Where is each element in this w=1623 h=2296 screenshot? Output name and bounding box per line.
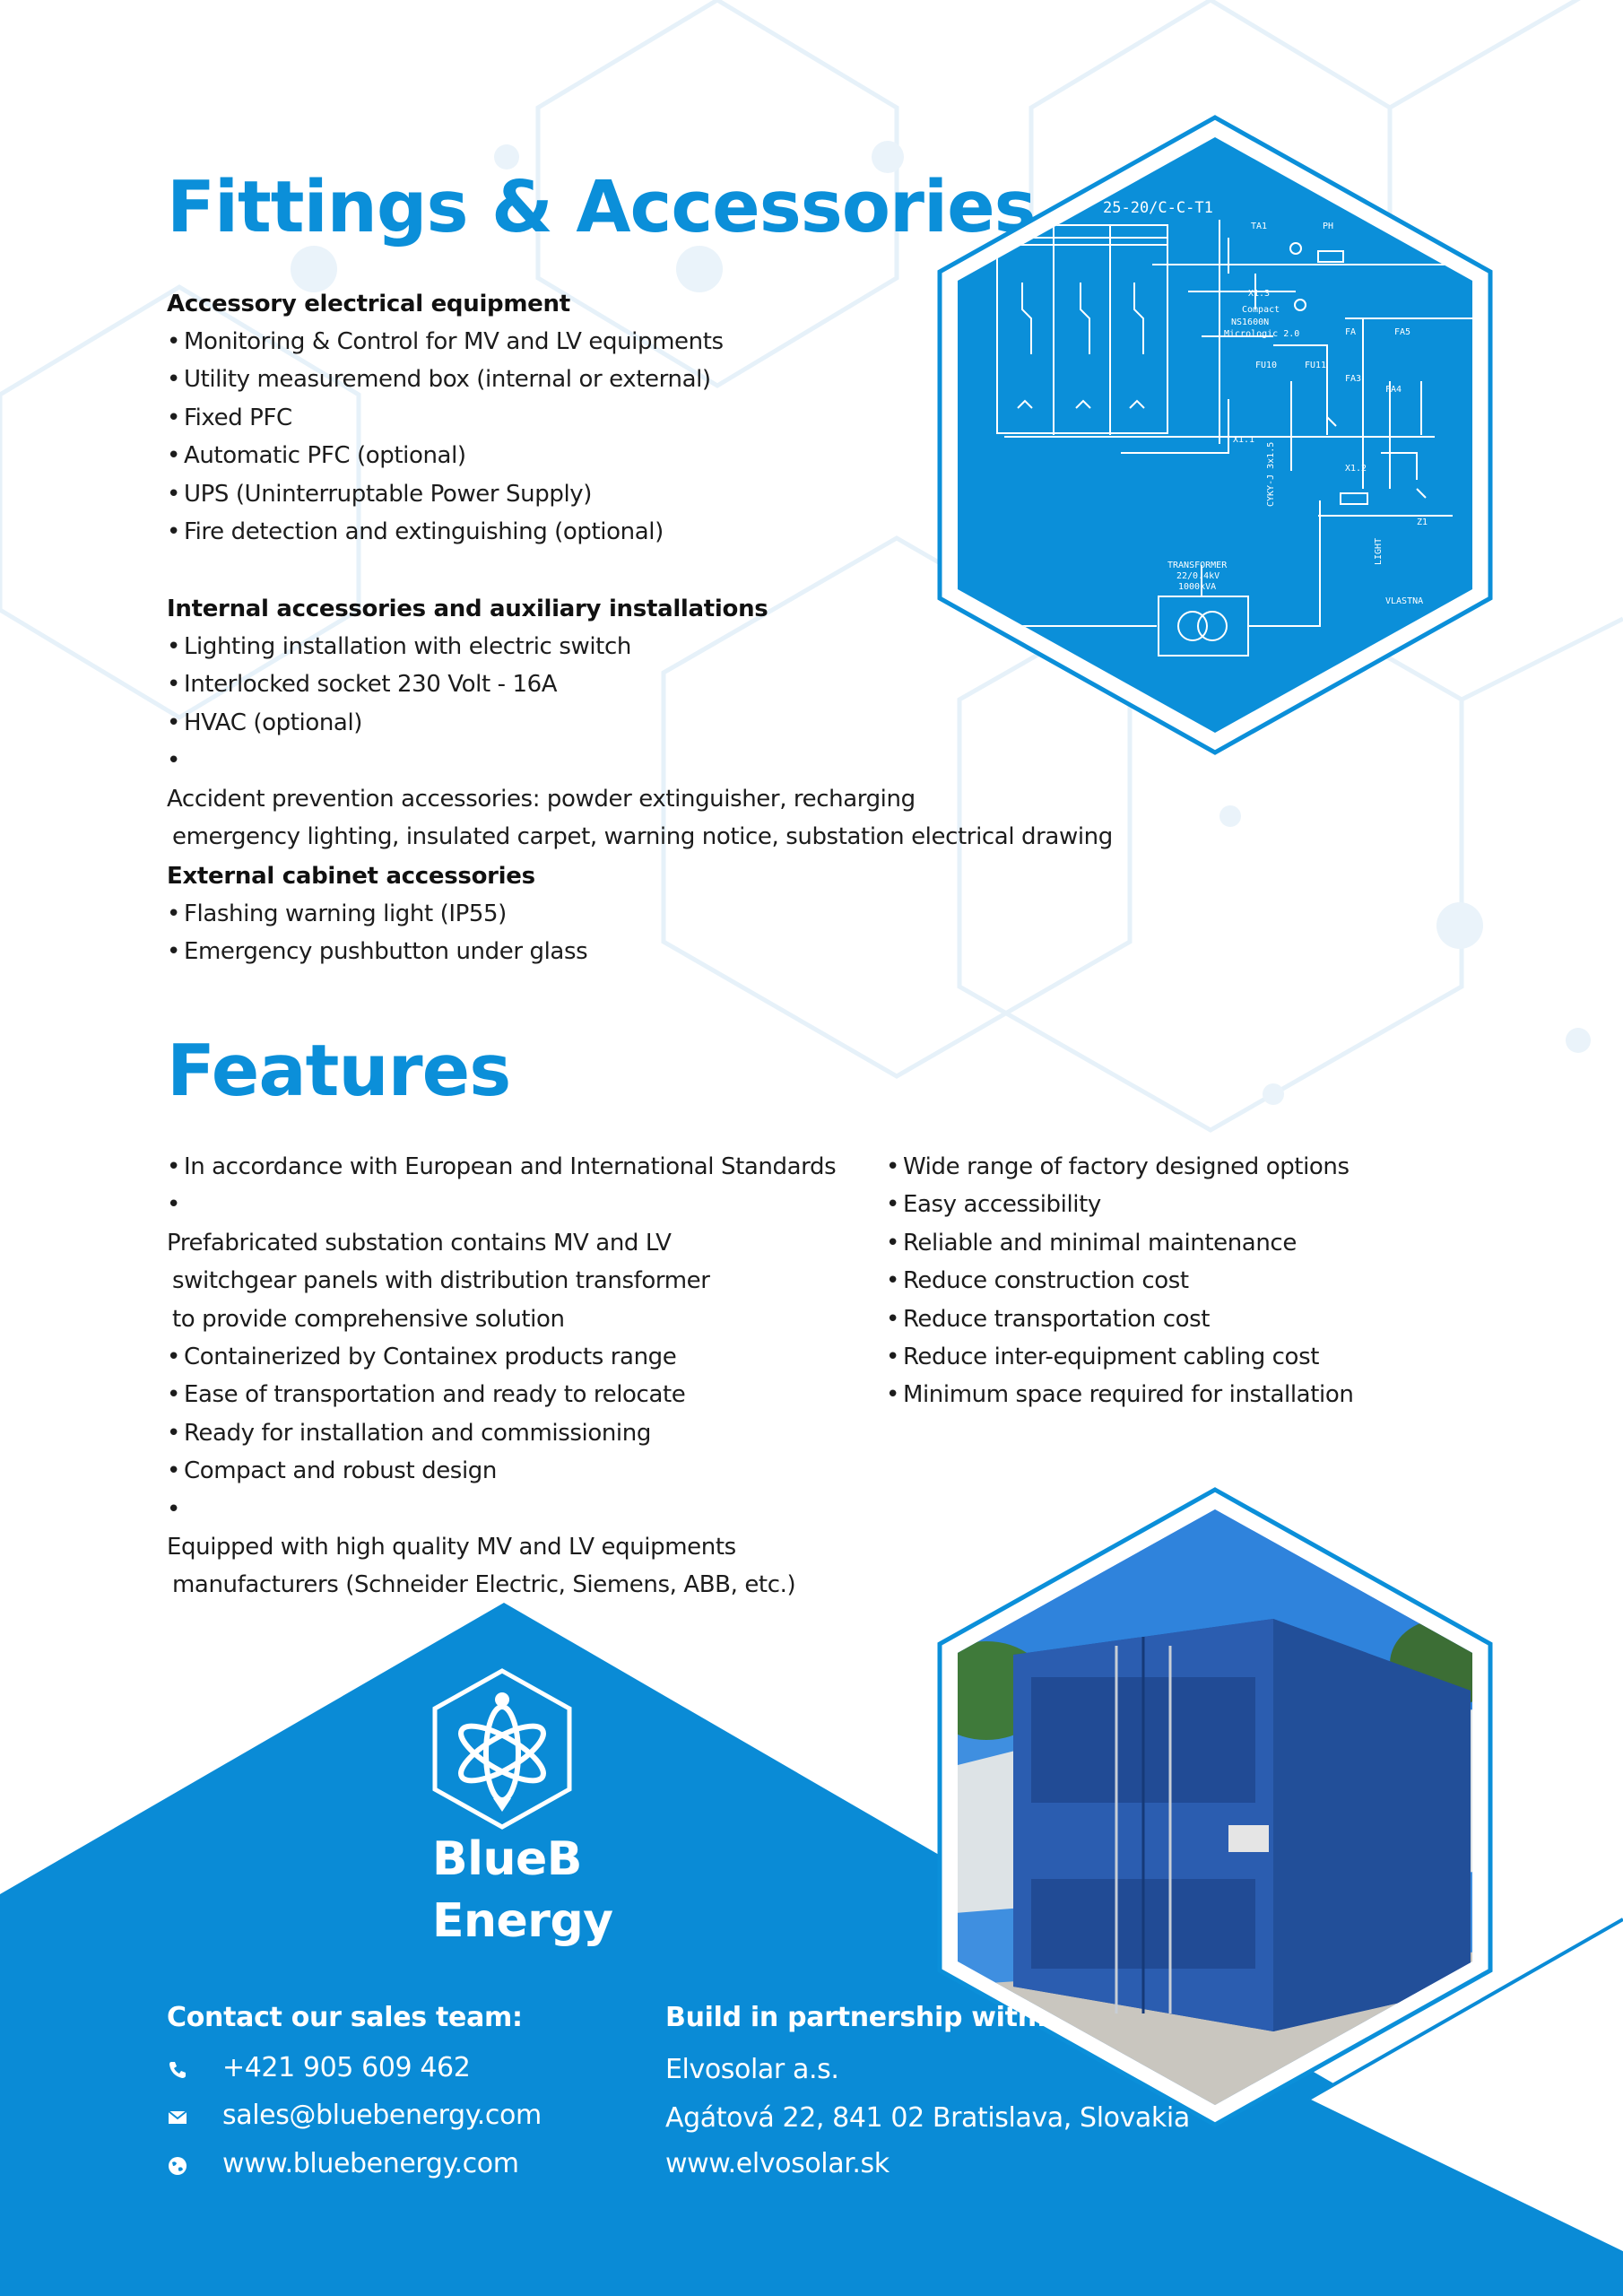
group-title: External cabinet accessories	[167, 863, 535, 890]
features-heading: Features	[167, 1030, 511, 1112]
feature-item: In accordance with European and Internat…	[167, 1148, 837, 1186]
electrical-schematic-hexagon: 25-20/C-C-T1 TA1 PH FA FA5 FU10 FU11 FA3…	[937, 115, 1493, 755]
features-left-column: In accordance with European and Internat…	[167, 1148, 837, 1605]
partner-title: Build in partnership with:	[665, 2002, 1047, 2033]
diagram-label: FA	[1345, 327, 1356, 337]
group-title: Internal accessories and auxiliary insta…	[167, 596, 768, 622]
list-item: Interlocked socket 230 Volt - 16A	[167, 665, 1113, 703]
partner-name: Elvosolar a.s.	[665, 2054, 839, 2085]
feature-item: Reliable and minimal maintenance	[886, 1224, 1353, 1262]
phone-number[interactable]: +421 905 609 462	[222, 2051, 471, 2083]
diagram-title: 25-20/C-C-T1	[1103, 199, 1213, 217]
feature-item: Compact and robust design	[167, 1452, 836, 1490]
list-item: UPS (Uninterruptable Power Supply)	[167, 475, 724, 513]
diagram-label: TA1	[1251, 222, 1267, 231]
diagram-label: FA4	[1385, 385, 1402, 395]
internal-accessories-section: Internal accessories and auxiliary insta…	[167, 590, 1113, 856]
feature-item: Prefabricated substation contains MV and…	[167, 1186, 836, 1338]
diagram-label: CYKY-J 3x1.5	[1266, 442, 1276, 507]
feature-item: Reduce construction cost	[886, 1262, 1353, 1300]
globe-icon	[167, 2152, 188, 2175]
diagram-label: Compact	[1242, 305, 1280, 315]
list-item: Monitoring & Control for MV and LV equip…	[167, 323, 724, 361]
phone-icon	[167, 2057, 188, 2078]
diagram-label: X1.3	[1248, 289, 1270, 299]
website-link[interactable]: www.bluebenergy.com	[222, 2147, 519, 2179]
feature-item: Reduce transportation cost	[886, 1300, 1353, 1338]
diagram-label: X1.1	[1233, 435, 1254, 445]
list-item: Emergency pushbutton under glass	[167, 933, 588, 970]
contact-email[interactable]: sales@bluebenergy.com	[167, 2097, 542, 2133]
partner-address: Agátová 22, 841 02 Bratislava, Slovakia	[665, 2102, 1190, 2134]
list-item: Automatic PFC (optional)	[167, 437, 724, 474]
feature-item-line: to provide comprehensive solution	[172, 1305, 565, 1333]
atom-logo-icon	[432, 1668, 572, 1830]
diagram-label: PH	[1323, 222, 1333, 231]
diagram-label: FU11	[1305, 361, 1326, 370]
mail-icon	[167, 2104, 188, 2126]
feature-item-line: Equipped with high quality MV and LV equ…	[167, 1534, 736, 1561]
brand-name-line1: BlueB	[432, 1832, 582, 1886]
contact-phone[interactable]: +421 905 609 462	[167, 2049, 471, 2085]
container-photo-hexagon	[937, 1487, 1493, 2127]
partner-website[interactable]: www.elvosolar.sk	[665, 2148, 890, 2179]
feature-item-line: manufacturers (Schneider Electric, Sieme…	[172, 1571, 796, 1599]
brand-name-line2: Energy	[432, 1894, 613, 1948]
diagram-label: TRANSFORMER	[1167, 561, 1228, 570]
list-item: Lighting installation with electric swit…	[167, 628, 1113, 665]
list-item: Flashing warning light (IP55)	[167, 895, 587, 933]
feature-item: Reduce inter-equipment cabling cost	[886, 1338, 1353, 1376]
feature-item-line: switchgear panels with distribution tran…	[172, 1267, 710, 1295]
diagram-label: FA3	[1345, 374, 1361, 384]
diagram-label: Micrologic 2.0	[1224, 329, 1299, 339]
feature-item: Ease of transportation and ready to relo…	[167, 1376, 836, 1413]
diagram-label: FU10	[1255, 361, 1277, 370]
contact-title: Contact our sales team:	[167, 2002, 523, 2033]
contact-web[interactable]: www.bluebenergy.com	[167, 2145, 519, 2181]
diagram-label: NS1600N	[1231, 317, 1269, 327]
feature-item: Easy accessibility	[886, 1186, 1353, 1223]
fittings-heading: Fittings & Accessories	[167, 166, 1037, 248]
accessory-electrical-section: Accessory electrical equipment Monitorin…	[167, 285, 724, 551]
features-right-column: Wide range of factory designed options E…	[886, 1148, 1354, 1414]
external-cabinet-section: External cabinet accessories Flashing wa…	[167, 857, 588, 971]
diagram-label: LIGHT	[1374, 538, 1384, 565]
feature-item: Containerized by Containex products rang…	[167, 1338, 836, 1376]
list-item: Accident prevention accessories: powder …	[167, 742, 1113, 856]
diagram-label: 1000kVA	[1178, 582, 1216, 592]
diagram-label: Z1	[1417, 517, 1428, 527]
list-item: Fire detection and extinguishing (option…	[167, 513, 724, 551]
feature-item-line: Prefabricated substation contains MV and…	[167, 1229, 672, 1257]
feature-item: Minimum space required for installation	[886, 1376, 1354, 1413]
feature-item: Wide range of factory designed options	[886, 1148, 1353, 1186]
diagram-label: X1.2	[1345, 464, 1367, 474]
feature-item: Ready for installation and commissioning	[167, 1414, 836, 1452]
list-item-line: emergency lighting, insulated carpet, wa…	[172, 823, 1113, 851]
list-item: Utility measuremend box (internal or ext…	[167, 361, 724, 398]
list-item: Fixed PFC	[167, 399, 724, 437]
list-item: HVAC (optional)	[167, 704, 1113, 742]
diagram-label: VLASTNA	[1385, 596, 1423, 606]
feature-item: Equipped with high quality MV and LV equ…	[167, 1491, 836, 1605]
email-link[interactable]: sales@bluebenergy.com	[222, 2099, 542, 2131]
diagram-label: 22/0.4kV	[1176, 571, 1219, 581]
diagram-label: FA5	[1394, 327, 1410, 337]
list-item-line: Accident prevention accessories: powder …	[167, 785, 916, 813]
group-title: Accessory electrical equipment	[167, 291, 570, 317]
